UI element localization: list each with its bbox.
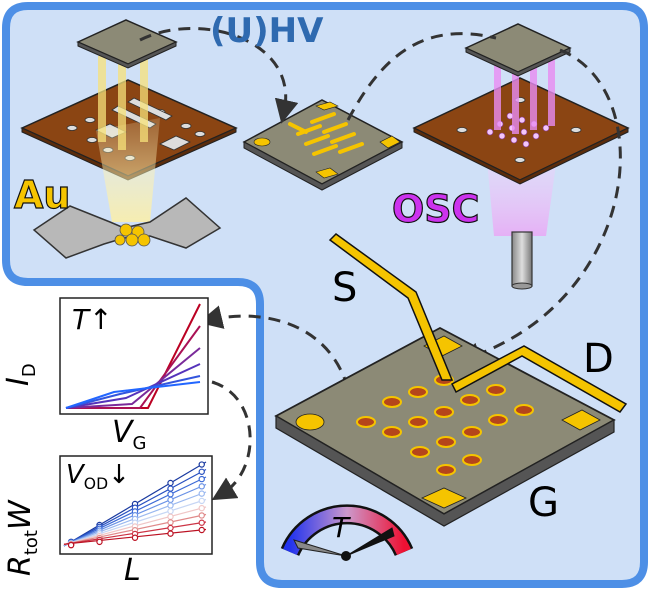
source-label: S: [332, 265, 358, 311]
tlm-marker: [167, 524, 174, 532]
tlm-annotation: VOD↓: [66, 460, 130, 494]
transistor-device: [274, 233, 628, 527]
tlm-marker: [198, 519, 205, 526]
drain-label: D: [583, 336, 614, 382]
tlm-marker: [198, 468, 205, 475]
device-channels: [356, 374, 534, 476]
gold-evaporation-stage: [20, 19, 238, 259]
transfer-xlabel: VG: [112, 415, 147, 454]
tlm-marker: [198, 483, 205, 490]
gauge-temperature-label: T: [332, 511, 350, 544]
transfer-annotation: T↑: [72, 303, 113, 336]
tlm-marker: [198, 461, 205, 468]
tlm-marker: [167, 479, 174, 487]
osc-crucible: [511, 231, 533, 287]
tlm-marker: [167, 519, 174, 526]
temperature-gauge: [280, 504, 414, 561]
vacuum-label: (U)HV: [210, 11, 324, 51]
tlm-xlabel: L: [124, 553, 141, 588]
transfer-ylabel: ID: [1, 363, 40, 386]
source-probe: [328, 233, 454, 381]
tlm-marker: [198, 490, 205, 497]
tlm-marker: [67, 541, 75, 549]
gold-label: Au: [13, 173, 71, 217]
osc-label: OSC: [391, 187, 480, 231]
tlm-marker: [96, 538, 103, 546]
tlm-marker: [131, 534, 139, 541]
tlm-marker: [198, 475, 205, 483]
tlm-marker: [167, 513, 174, 520]
gate-label: G: [528, 480, 559, 526]
tlm-marker: [167, 507, 174, 515]
tlm-plot: [59, 455, 213, 555]
tlm-marker: [167, 491, 174, 498]
tlm-marker: [198, 512, 205, 519]
tlm-marker: [198, 504, 205, 512]
tlm-marker: [167, 485, 174, 492]
tlm-marker: [198, 497, 205, 505]
drain-probe: [451, 345, 628, 413]
tlm-marker: [198, 526, 205, 534]
tlm-marker: [167, 496, 174, 504]
gate-pads: [295, 335, 601, 509]
process-flow-arrows: [139, 26, 622, 501]
tlm-marker: [167, 530, 174, 537]
osc-deposition-stage: [412, 23, 630, 290]
tlm-marker: [167, 502, 174, 509]
transfer-curve-plot: [59, 297, 209, 415]
tlm-ylabel: RtotW: [3, 500, 42, 576]
